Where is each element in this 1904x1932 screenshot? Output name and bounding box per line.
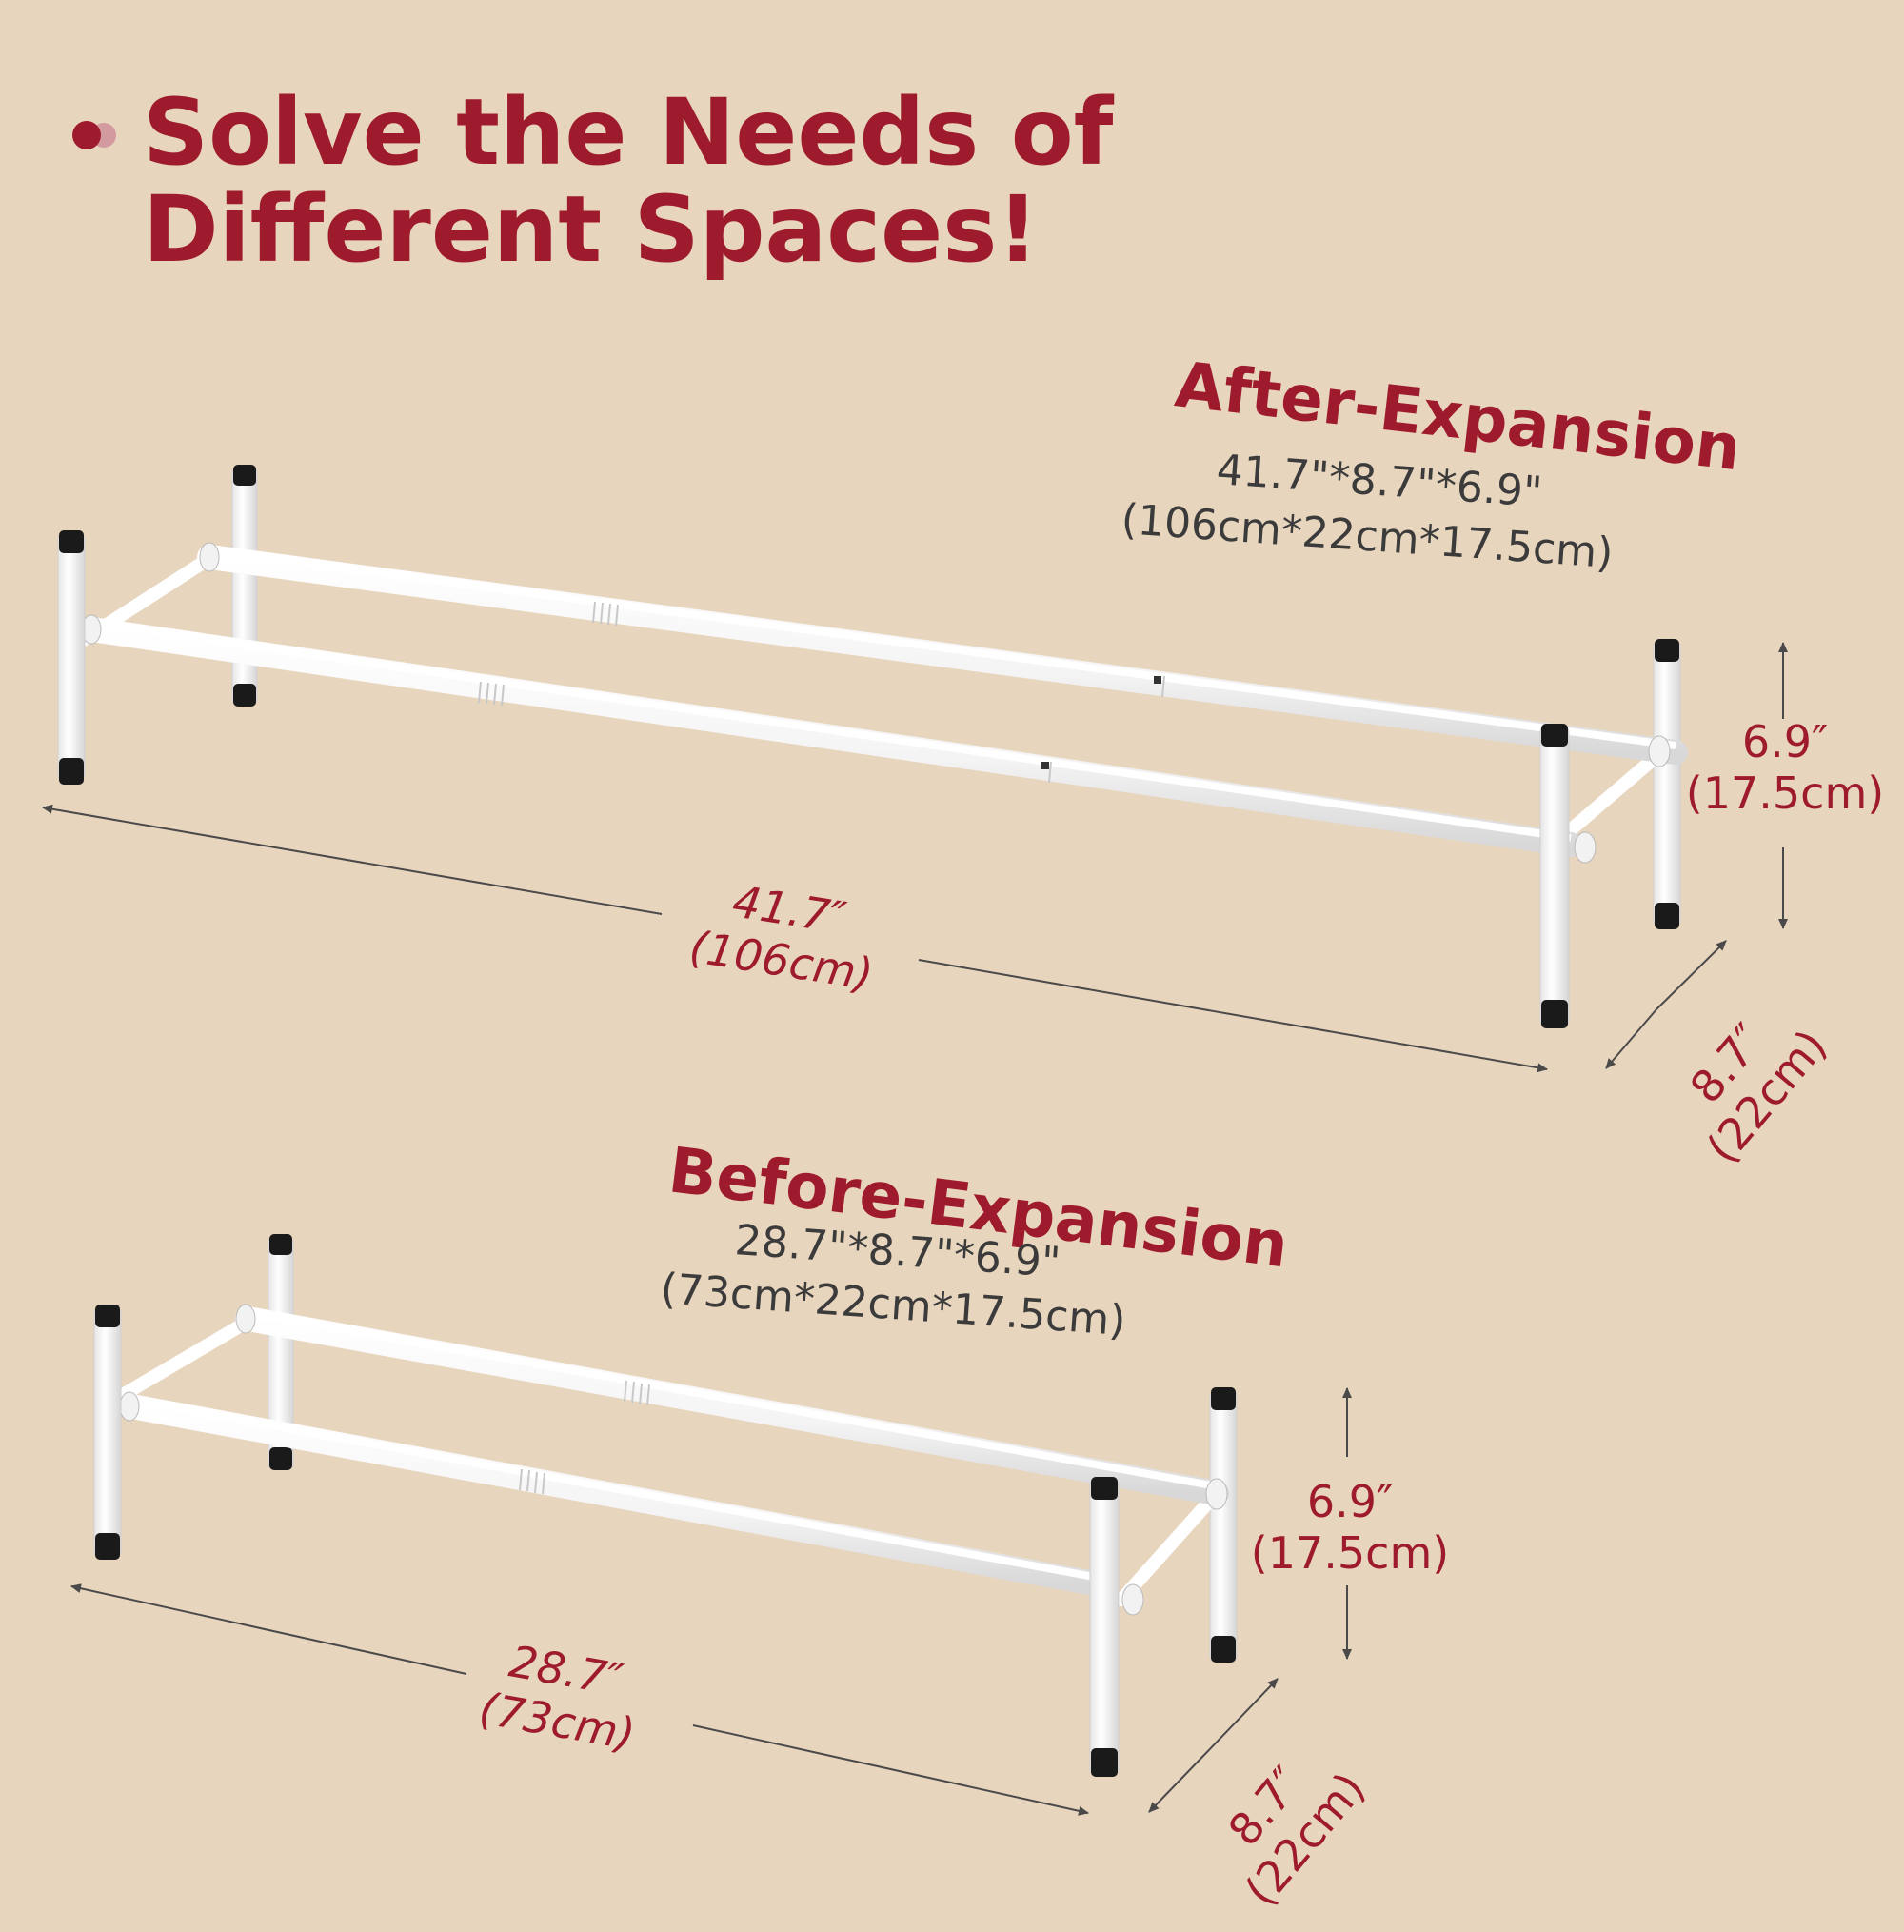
- headline-line-2: Different Spaces!: [143, 176, 1040, 283]
- before-dimension-lines: [70, 1387, 1352, 1816]
- bullet-dot: [72, 121, 101, 149]
- rack-after-expansion: [57, 465, 1688, 1028]
- after-height-inches: 6.9″: [1741, 716, 1829, 767]
- before-height-cm: (17.5cm): [1250, 1527, 1450, 1579]
- after-height-cm: (17.5cm): [1685, 767, 1885, 819]
- rack-before-expansion: [93, 1234, 1238, 1777]
- before-height-inches: 6.9″: [1306, 1476, 1394, 1527]
- headline-line-1: Solve the Needs of: [143, 79, 1114, 186]
- after-dimension-lines: [42, 642, 1788, 1073]
- before-height-label: 6.9″ (17.5cm): [1250, 1476, 1450, 1579]
- headline: Solve the Needs of Different Spaces!: [143, 84, 1113, 278]
- after-height-label: 6.9″ (17.5cm): [1685, 716, 1885, 819]
